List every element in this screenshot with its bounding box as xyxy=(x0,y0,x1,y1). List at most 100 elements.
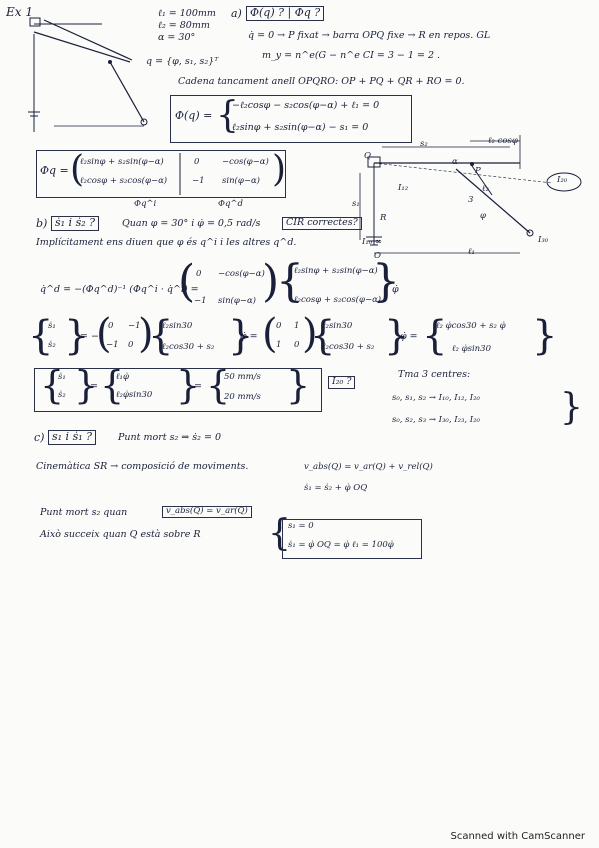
eq2-res-0: ℓ₂ φ̇cos30 + s₂ φ̇ xyxy=(436,321,506,331)
eq2-paren-l: ( xyxy=(96,311,112,357)
diag-label-3: 3 xyxy=(468,195,474,205)
eq1-m01: −cos(φ−α) xyxy=(218,269,265,279)
eq2-v0: ℓ₂sin30 xyxy=(162,321,193,331)
eq2-res-r: } xyxy=(532,313,558,359)
diag-label-phi: φ xyxy=(480,211,486,221)
eq2-m2-r: ) xyxy=(302,311,318,357)
eq1-m11: sin(φ−α) xyxy=(218,296,257,306)
part-c-dead-box: v_abs(Q) = v_ar(Q) xyxy=(162,506,252,518)
jacobian-box xyxy=(36,150,286,198)
eq3-vbrace-l: { xyxy=(100,363,125,407)
phi-row-2: ℓ₂sinφ + s₂sin(φ−α) − s₁ = 0 xyxy=(232,122,369,133)
part-b-label: b) xyxy=(36,217,48,230)
eq2-vbrace-r: } xyxy=(228,313,254,359)
eq3-lbrace: { xyxy=(40,363,65,407)
eq1-tail: φ̇ xyxy=(392,284,399,295)
part-c-label: c) xyxy=(34,431,45,444)
jac-r1c1: −1 xyxy=(192,176,205,186)
jac-r1c2: sin(φ−α) xyxy=(222,176,261,186)
eq2-paren-r: ) xyxy=(138,311,154,357)
part-b-question: ṡ₁ i ṡ₂ ? xyxy=(51,216,100,231)
jac-r0c1: 0 xyxy=(194,157,200,167)
jac-r0c2: −cos(φ−α) xyxy=(222,157,269,167)
phi-brace: { xyxy=(216,95,239,136)
phi-row-1: −ℓ₂cosφ − s₂cos(φ−α) + ℓ₁ = 0 xyxy=(232,100,380,111)
part-a-line1: q̇ = 0 → P fixat → barra OPQ fixe → R en… xyxy=(248,30,491,41)
eq2-phidot-eq-2: φ̇ = xyxy=(400,331,418,342)
eq2-res-l: { xyxy=(422,313,448,359)
phi-lhs: Φ(q) = xyxy=(175,109,213,122)
eq3-res-0: 50 mm/s xyxy=(224,372,261,382)
theorem-label: Tma 3 centres: xyxy=(398,369,471,380)
param-l2: ℓ₂ = 80mm xyxy=(158,20,210,31)
jac-sub-d: Φq^d xyxy=(218,199,243,209)
eq3-box xyxy=(34,368,322,412)
part-c-question: s₁ i ṡ₁ ? xyxy=(48,430,97,445)
eq2-m2-10: 1 xyxy=(276,340,282,350)
final-line-1: s₁ = 0 xyxy=(288,521,314,531)
part-c-stop: Punt mort s₂ ⇒ ṡ₂ = 0 xyxy=(118,432,221,443)
eq2-v2-r: } xyxy=(384,313,410,359)
part-b-condition: Quan φ = 30° i φ̇ = 0,5 rad/s xyxy=(122,218,261,229)
eq2-m2-01: 1 xyxy=(294,321,300,331)
mechanism-diagram xyxy=(359,135,582,254)
eq2-lhs-s1: ṡ₁ xyxy=(48,321,56,331)
param-alpha: α = 30° xyxy=(158,32,196,43)
diag-label-s2: s₂ xyxy=(420,139,428,149)
eq2-brace-r: } xyxy=(64,313,90,359)
jacobian-lhs: Φq = xyxy=(40,164,69,177)
jac-r1c0: ℓ₂cosφ + s₂cos(φ−α) xyxy=(80,176,168,186)
eq2-phidot-eq: φ̇ = xyxy=(240,331,258,342)
eq3-res-1: 20 mm/s xyxy=(224,392,261,402)
eq3-lhs-s1: ṡ₁ xyxy=(58,372,66,382)
eq2-v2-0: ℓ₂sin30 xyxy=(322,321,353,331)
diag-label-l2: ℓ₂ xyxy=(482,184,489,194)
param-q: q = {φ, s₁, s₂}ᵀ xyxy=(146,56,219,67)
diag-label-l2cos: ℓ₂ cosφ xyxy=(488,136,518,146)
eq2-equals-neg: = − xyxy=(80,331,99,342)
eq3-v0: ℓ₁φ̇ xyxy=(116,372,129,382)
diag-label-I10: I₁₀ ∞ xyxy=(362,237,382,247)
part-c-happens: Això succeix quan Q està sobre R xyxy=(40,529,201,540)
eq2-v2-1: ℓ₂cos30 + s₂ xyxy=(322,342,375,352)
part-b-implicit: Implícitament ens diuen que φ és q^i i l… xyxy=(36,237,297,248)
eq2-v1: ℓ₂cos30 + s₂ xyxy=(162,342,215,352)
eq1-paren-r: ) xyxy=(262,256,280,307)
eq2-vbrace-l: { xyxy=(148,313,174,359)
eq1-brace-l: { xyxy=(276,256,304,307)
param-l1: ℓ₁ = 100mm xyxy=(158,8,216,19)
eq3-v1: ℓ₂φ̇sin30 xyxy=(116,390,153,400)
eq1-m00: 0 xyxy=(196,269,202,279)
eq2-v2-l: { xyxy=(310,313,336,359)
part-c-kinematics: Cinemàtica SR → composició de moviments. xyxy=(36,461,249,472)
eq3-rbrace: } xyxy=(74,363,99,407)
diag-label-O: O xyxy=(374,251,381,261)
phi-box xyxy=(170,95,412,143)
eq3-res-r: } xyxy=(286,363,311,407)
diag-label-I20: I₂₀ xyxy=(557,175,568,185)
diag-label-R: R xyxy=(380,213,387,223)
eq3-res-l: { xyxy=(206,363,231,407)
eq2-m2-00: 0 xyxy=(276,321,282,331)
eq2-m00: 0 xyxy=(108,321,114,331)
part-c-vabs: v_abs(Q) = v_ar(Q) + v_rel(Q) xyxy=(304,462,433,472)
eq1-brace-r: } xyxy=(372,256,400,307)
scanner-footer: Scanned with CamScanner xyxy=(450,831,586,842)
eq2-brace-l: { xyxy=(28,313,54,359)
diag-label-P: P xyxy=(475,166,481,176)
diag-label-s1: s₁ xyxy=(352,199,360,209)
eq1-paren-l: ( xyxy=(178,256,196,307)
final-box xyxy=(282,519,422,559)
theorem-brace: } xyxy=(560,387,583,428)
diag-label-I30: I₃₀ xyxy=(538,235,549,245)
diag-label-alpha: α xyxy=(452,157,458,167)
theorem-line-2: s₀, s₂, s₃ → I₃₀, I₂₃, I₂₀ xyxy=(392,415,480,425)
top-mechanism-sketch xyxy=(28,17,148,132)
diag-label-l1: ℓ₁ xyxy=(468,247,475,257)
jac-sub-i: Φq^i xyxy=(134,199,157,209)
eq2-m2-11: 0 xyxy=(294,340,300,350)
eq2-m01: −1 xyxy=(128,321,141,331)
jacobian-bracket-right: ) xyxy=(272,149,287,190)
eq2-lhs-s2: ṡ₂ xyxy=(48,340,56,350)
eq1-lhs: q̇^d = −(Φq^d)⁻¹ (Φq^i · q̇^i) = xyxy=(40,284,199,295)
